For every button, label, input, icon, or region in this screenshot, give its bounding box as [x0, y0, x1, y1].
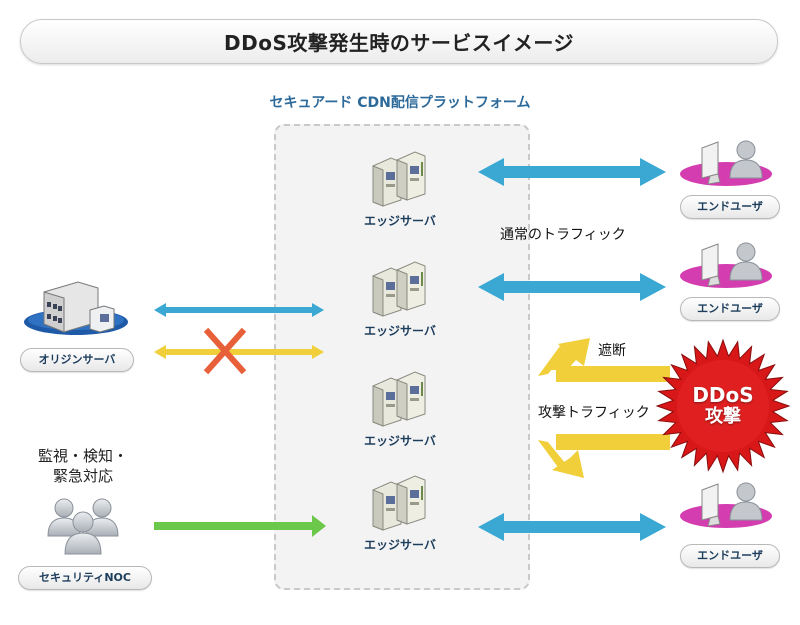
origin-server-icon [20, 278, 132, 336]
edge-server-label: エッジサーバ [364, 324, 436, 338]
noc-caption-line-1: 監視・検知・ [37, 447, 128, 465]
end-user-label-2: エンドユーザ [680, 297, 780, 321]
origin-yellow-arrow [154, 345, 324, 359]
noc-green-arrow [154, 515, 326, 537]
block-label: 遮断 [598, 343, 626, 359]
page-title: DDoS攻撃発生時のサービスイメージ [224, 31, 574, 55]
noc-caption: 監視・検知・ 緊急対応 [28, 446, 138, 486]
platform-label: セキュアード CDN配信プラットフォーム [269, 95, 531, 111]
attack-traffic-label: 攻撃トラフィック [538, 405, 650, 421]
edge-server-label: エッジサーバ [364, 538, 436, 552]
edge-server-4: エッジサーバ [340, 472, 460, 553]
server-rack-icon [372, 475, 426, 531]
normal-traffic-label: 通常のトラフィック [500, 227, 626, 243]
ddos-line-1: DDoS [692, 383, 754, 407]
origin-server-label: オリジンサーバ [20, 348, 134, 372]
blocked-x-icon [203, 327, 247, 375]
server-rack-icon [372, 371, 426, 427]
edge-server-label: エッジサーバ [364, 214, 436, 228]
edge-server-3: エッジサーバ [340, 368, 460, 449]
end-user-icon-2 [676, 240, 776, 290]
attack-block-arrow-lower [538, 434, 670, 478]
end-user-label-3: エンドユーザ [680, 544, 780, 568]
security-noc-label: セキュリティNOC [18, 566, 152, 590]
noc-people-icon [44, 494, 124, 558]
edge-server-1: エッジサーバ [340, 148, 460, 229]
noc-caption-line-2: 緊急対応 [52, 467, 113, 485]
ddos-line-2: 攻撃 [705, 406, 741, 427]
attack-block-arrow-upper [538, 338, 670, 382]
normal-traffic-arrow-3 [478, 513, 666, 541]
end-user-icon-1 [676, 138, 776, 188]
normal-traffic-arrow-1 [478, 158, 666, 186]
end-user-icon-3 [676, 480, 776, 530]
edge-server-2: エッジサーバ [340, 258, 460, 339]
server-rack-icon [372, 261, 426, 317]
ddos-attack-text: DDoS 攻撃 [683, 384, 763, 428]
normal-traffic-arrow-2 [478, 273, 666, 301]
title-banner: DDoS攻撃発生時のサービスイメージ [20, 19, 778, 64]
edge-server-label: エッジサーバ [364, 434, 436, 448]
server-rack-icon [372, 151, 426, 207]
origin-blue-arrow [154, 303, 324, 317]
end-user-label-1: エンドユーザ [680, 195, 780, 219]
ddos-burst-icon [655, 338, 791, 474]
